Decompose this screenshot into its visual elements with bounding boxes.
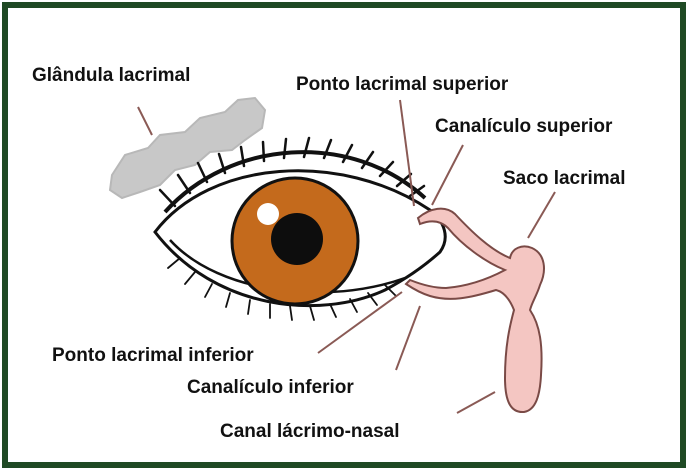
label-upper-punctum: Ponto lacrimal superior (296, 74, 508, 96)
label-lower-canaliculus: Canalículo inferior (187, 377, 354, 399)
label-nasolacrimal-duct: Canal lácrimo-nasal (220, 421, 400, 443)
label-lacrimal-sac: Saco lacrimal (503, 168, 626, 190)
pupil (271, 213, 323, 265)
label-upper-canaliculus: Canalículo superior (435, 116, 612, 138)
label-lacrimal-gland: Glândula lacrimal (32, 65, 190, 87)
label-lower-punctum: Ponto lacrimal inferior (52, 345, 254, 367)
eye-highlight (257, 203, 279, 225)
